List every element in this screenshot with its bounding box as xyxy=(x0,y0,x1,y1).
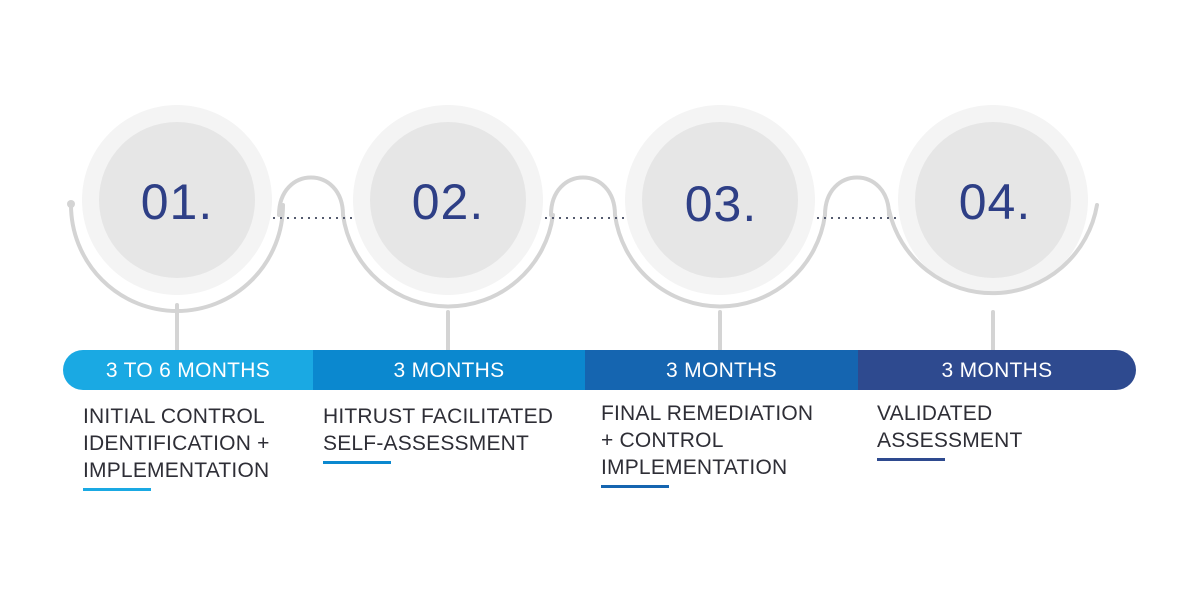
step-1-line-2: IDENTIFICATION + xyxy=(83,432,270,455)
step-3-line-2: + CONTROL xyxy=(601,429,724,452)
step-3-number: 03. xyxy=(684,176,758,232)
connector-bridge-3 xyxy=(823,175,891,217)
connector-bridge-1 xyxy=(277,175,345,217)
step-4-line-1: VALIDATED xyxy=(877,402,993,425)
step-1-description: INITIAL CONTROL IDENTIFICATION + IMPLEME… xyxy=(83,403,323,491)
step-3-line-3: IMPLEMENTATION xyxy=(601,456,788,479)
duration-segment-2: 3 MONTHS xyxy=(313,350,585,390)
duration-segment-1: 3 TO 6 MONTHS xyxy=(63,350,313,390)
duration-segment-4: 3 MONTHS xyxy=(858,350,1136,390)
duration-label-2: 3 MONTHS xyxy=(393,359,505,382)
step-4-inner-circle xyxy=(915,122,1071,278)
step-4-underline xyxy=(877,458,945,461)
connector-arc-2 xyxy=(341,213,555,309)
step-1-underline xyxy=(83,488,151,491)
step-1-inner-circle xyxy=(99,122,255,278)
connector-arc-4 xyxy=(887,203,1099,296)
step-3-line-1: FINAL REMEDIATION xyxy=(601,402,814,425)
duration-bar: 3 TO 6 MONTHS 3 MONTHS 3 MONTHS 3 MONTHS xyxy=(63,350,1136,390)
duration-segment-3: 3 MONTHS xyxy=(585,350,858,390)
step-3-description: FINAL REMEDIATION + CONTROL IMPLEMENTATI… xyxy=(601,400,841,488)
step-2-underline xyxy=(323,461,391,464)
step-2-number: 02. xyxy=(411,174,485,230)
step-4-description: VALIDATED ASSESSMENT xyxy=(877,400,1117,461)
step-1-line-3: IMPLEMENTATION xyxy=(83,459,270,482)
step-2-inner-circle xyxy=(370,122,526,278)
duration-label-3: 3 MONTHS xyxy=(666,359,777,382)
duration-label-4: 3 MONTHS xyxy=(941,359,1053,382)
connector-arc-3 xyxy=(613,213,827,309)
step-1-number: 01. xyxy=(140,174,214,230)
step-2-line-1: HITRUST FACILITATED xyxy=(323,405,554,428)
step-2-line-2: SELF-ASSESSMENT xyxy=(323,432,530,455)
timeline-start-dot xyxy=(67,200,75,208)
duration-label-1: 3 TO 6 MONTHS xyxy=(105,359,271,382)
step-3-underline xyxy=(601,485,669,488)
connector-bridge-2 xyxy=(549,175,617,217)
step-4-line-2: ASSESSMENT xyxy=(877,429,1023,452)
step-2-description: HITRUST FACILITATED SELF-ASSESSMENT xyxy=(323,403,563,464)
step-4-number: 04. xyxy=(958,174,1032,230)
step-1-line-1: INITIAL CONTROL xyxy=(83,405,265,428)
step-3-inner-circle xyxy=(642,122,798,278)
